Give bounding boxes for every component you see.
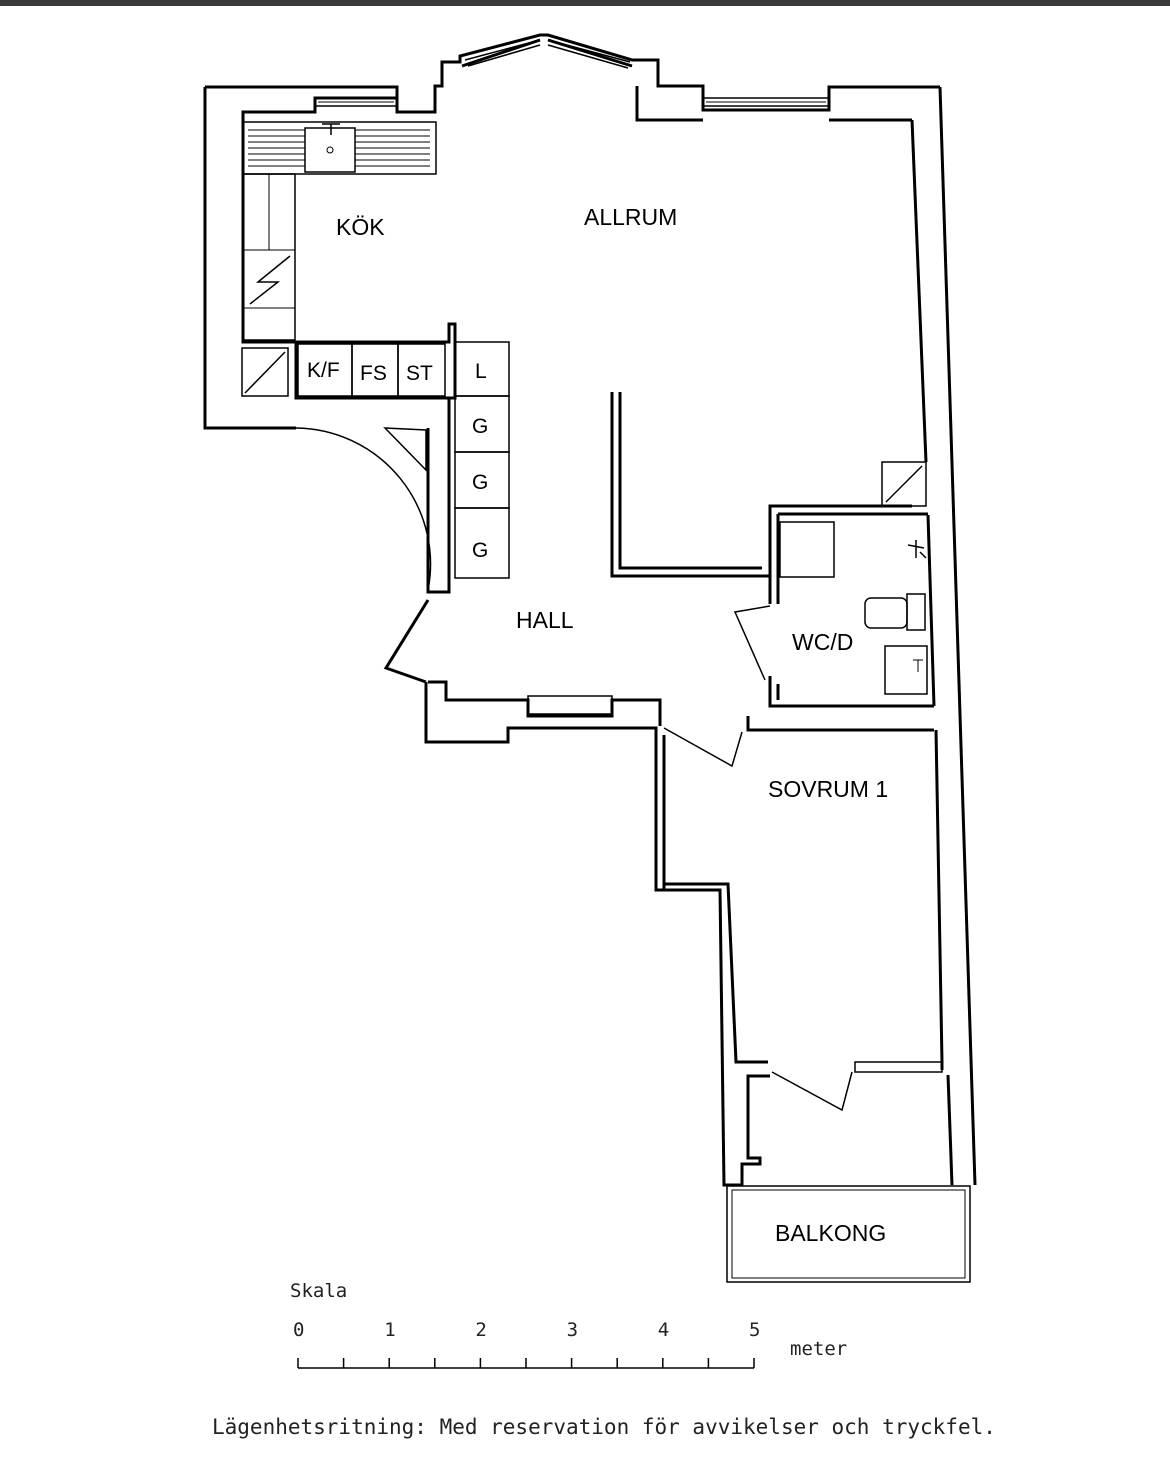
outer-walls: [203, 33, 977, 1186]
balcony-outline: [726, 1185, 971, 1283]
window-sovrum: [854, 1061, 943, 1073]
appliance-label-g1: G: [472, 415, 488, 438]
top-border-bar: [0, 0, 1170, 6]
interior-walls: [610, 392, 928, 604]
appliance-label-kf: K/F: [307, 359, 340, 382]
room-label-balkong: BALKONG: [775, 1220, 886, 1246]
room-label-kok: KÖK: [336, 214, 385, 240]
bay-window-right: [547, 39, 631, 69]
scale-tick-label: 5: [749, 1319, 760, 1341]
appliance-row: [294, 322, 510, 594]
top-inner-wall: [241, 38, 912, 122]
bay-window-left: [464, 39, 541, 67]
hall-cabinet: [527, 695, 613, 715]
door-swing-arc: [295, 427, 432, 591]
appliance-label-st: ST: [406, 362, 433, 385]
scale-tick-labels: 0 1 2 3 4 5: [293, 1319, 760, 1341]
right-inner-wall: [926, 514, 954, 1186]
top-wall: [205, 33, 940, 114]
room-label-wcd: WC/D: [792, 629, 853, 655]
room-label-sovrum: SOVRUM 1: [768, 776, 888, 802]
appliance-label-g2: G: [472, 471, 488, 494]
window-kok: [314, 97, 398, 107]
scale-tick-label: 1: [384, 1319, 395, 1341]
appliance-label-g3: G: [472, 539, 488, 562]
entrance-door: [295, 427, 432, 591]
room-label-hall: HALL: [516, 607, 574, 633]
scale-unit: meter: [790, 1338, 847, 1360]
wash-basin: [884, 645, 928, 695]
wc-room: [733, 521, 934, 708]
scale-bar: Skala 0 1 2 3 4 5 meter: [290, 1280, 847, 1369]
bedroom-walls: [656, 882, 853, 1187]
triangle-marker: [383, 427, 427, 472]
appliance-label-fs: FS: [360, 362, 387, 385]
scale-tick-label: 2: [475, 1319, 486, 1341]
window-allrum: [702, 97, 830, 107]
scale-tick-label: 3: [567, 1319, 578, 1341]
windows: [314, 39, 943, 1073]
kitchen: [241, 121, 437, 397]
shaft-box: [881, 461, 927, 507]
toilet: [864, 597, 908, 629]
scale-tick-label: 0: [293, 1319, 304, 1341]
left-wall: [203, 87, 296, 430]
balcony-door: [771, 1071, 853, 1112]
g-box-3: [454, 507, 510, 579]
wc-door: [733, 605, 771, 681]
st-box: [397, 343, 446, 397]
kitchen-counter: [242, 121, 437, 175]
ventilation-box: [241, 347, 289, 397]
balcony: [726, 1185, 971, 1283]
scale-tick-label: 4: [658, 1319, 669, 1341]
room-label-allrum: ALLRUM: [584, 204, 677, 230]
scale-title: Skala: [290, 1280, 347, 1302]
toilet-tank: [906, 593, 926, 631]
stove-symbol: [249, 255, 291, 305]
right-outer-wall: [910, 86, 977, 1186]
appliance-label-l: L: [475, 360, 487, 383]
disclaimer-text: Lägenhetsritning: Med reservation för av…: [212, 1415, 996, 1439]
shower-tray: [779, 521, 835, 578]
sovrum-door: [663, 727, 743, 768]
scale-ruler: [297, 1358, 755, 1369]
sink: [304, 127, 356, 173]
